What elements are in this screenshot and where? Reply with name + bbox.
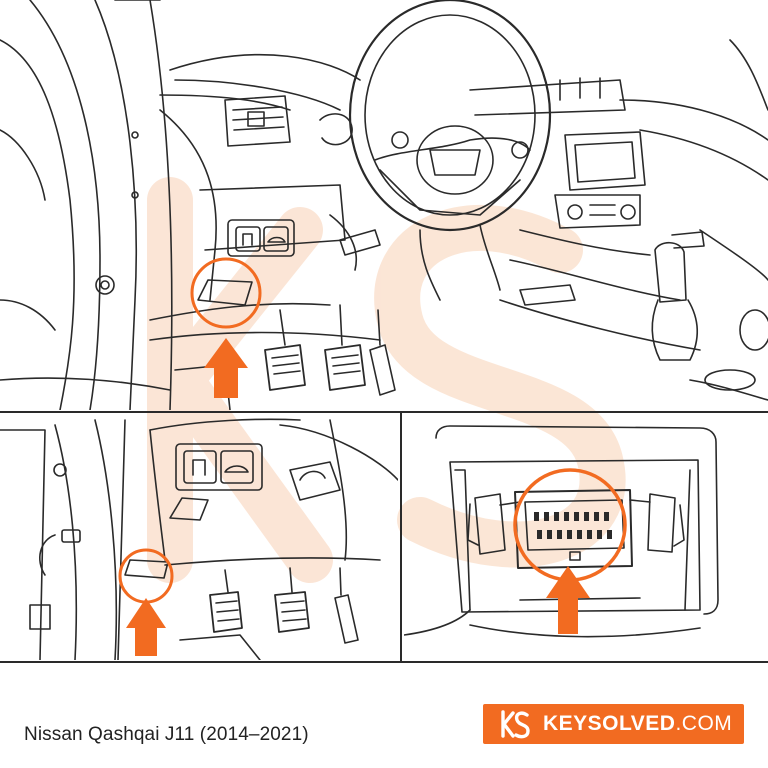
obd-port-closeup-panel	[404, 425, 719, 638]
brand-domain-suffix: .COM	[675, 712, 733, 735]
closeup-obd-location-marker	[118, 548, 174, 656]
panel-dividers	[0, 411, 768, 663]
vehicle-caption: Nissan Qashqai J11 (2014–2021)	[24, 724, 309, 745]
overview-dashboard-panel	[0, 0, 768, 410]
brand-wordmark: KEYSOLVED.COM	[543, 712, 732, 736]
closeup-underdash-panel	[0, 418, 398, 660]
keysolved-brand-badge: KEYSOLVED.COM	[483, 704, 744, 744]
top-obd-location-marker	[190, 257, 262, 398]
watermark-logo	[147, 177, 626, 583]
obd-port-marker	[513, 468, 627, 634]
ks-logo-icon	[501, 710, 530, 739]
brand-name: KEYSOLVED	[543, 712, 676, 735]
